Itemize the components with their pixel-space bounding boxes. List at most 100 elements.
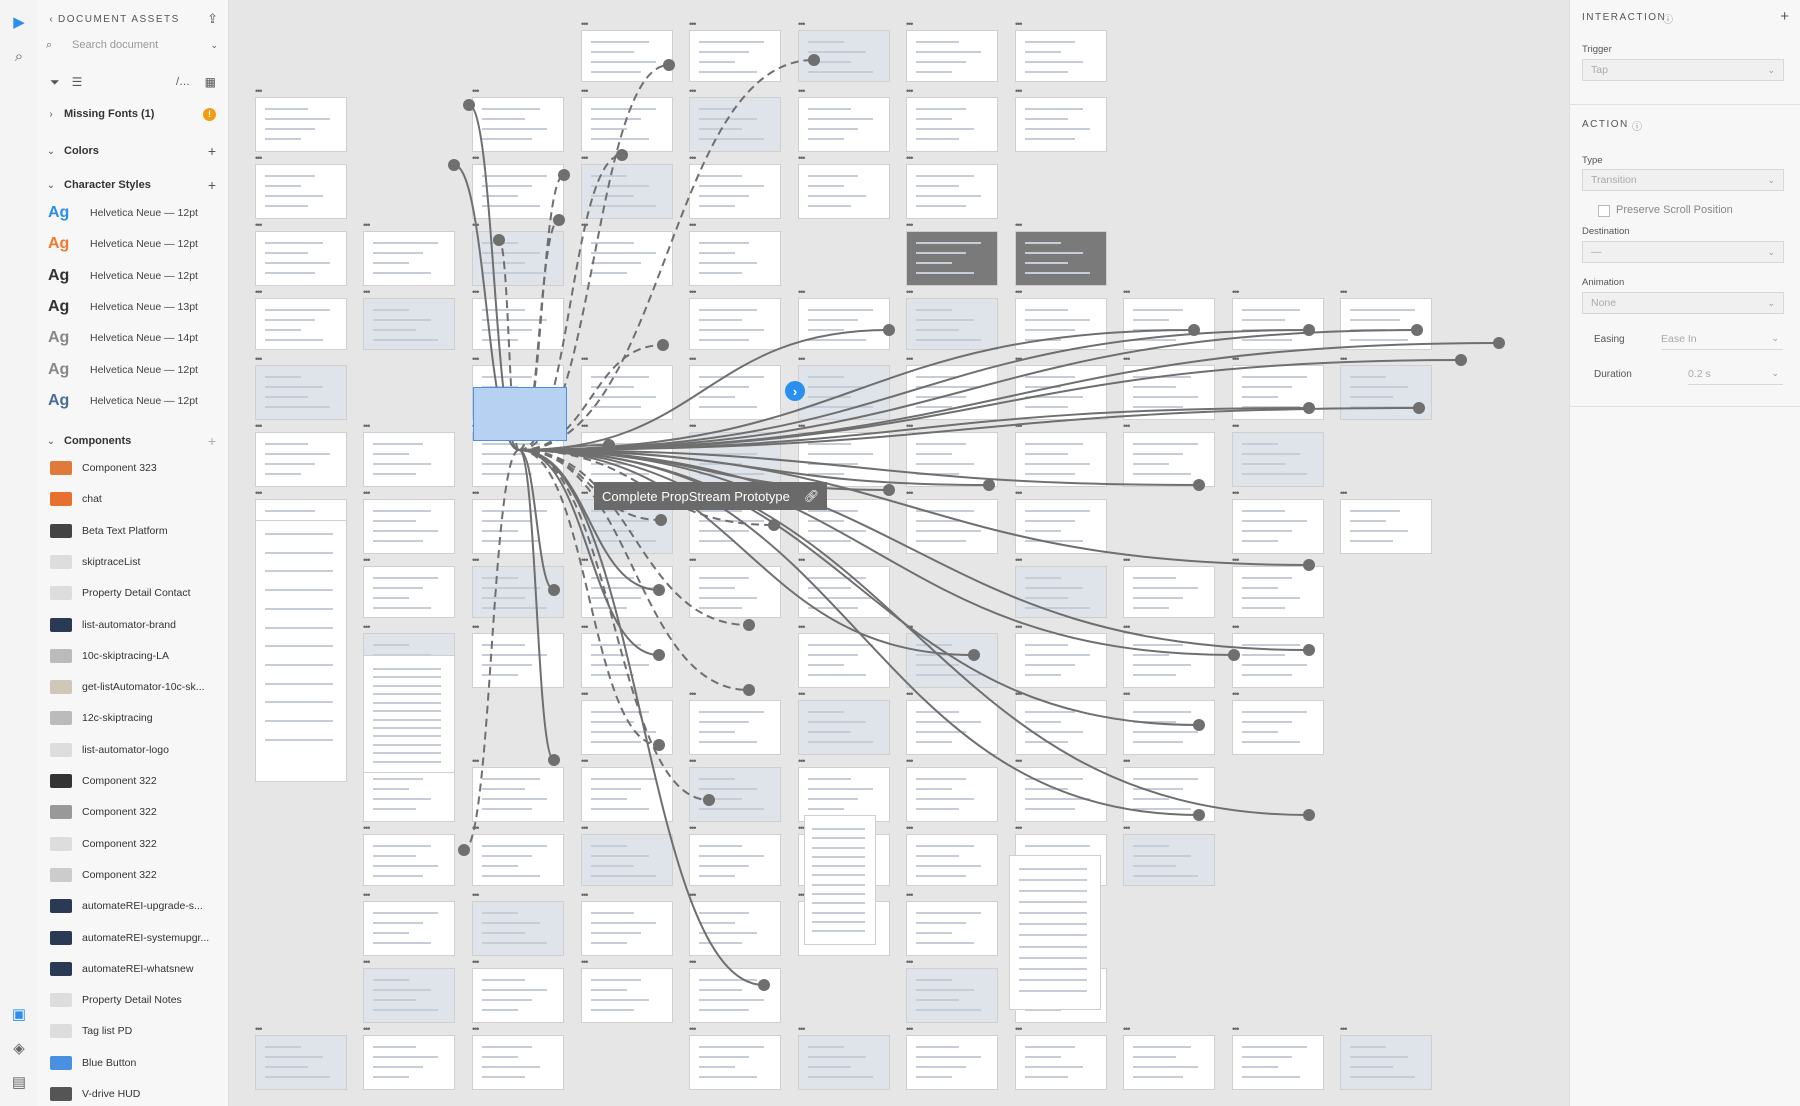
artboard-options-icon[interactable]: ••• [255, 86, 263, 96]
artboard-thumbnail[interactable] [255, 520, 347, 782]
artboard-options-icon[interactable]: ••• [689, 421, 697, 431]
component-item[interactable]: Component 322 [50, 799, 225, 825]
artboard-options-icon[interactable]: ••• [363, 957, 371, 967]
artboard-thumbnail[interactable] [1232, 298, 1324, 350]
artboard-options-icon[interactable]: ••• [798, 19, 806, 29]
artboard-thumbnail[interactable] [798, 164, 890, 219]
artboard-thumbnail[interactable] [1232, 432, 1324, 487]
link-icon[interactable]: 🔗︎ [803, 489, 820, 503]
chevron-right-icon[interactable]: › [49, 108, 53, 120]
artboard-thumbnail[interactable] [689, 164, 781, 219]
artboard-options-icon[interactable]: ••• [798, 153, 806, 163]
artboard-thumbnail[interactable] [581, 97, 673, 152]
artboard-thumbnail[interactable] [689, 700, 781, 755]
chevron-down-icon[interactable]: ⌄ [46, 145, 56, 157]
artboard-thumbnail[interactable] [1015, 97, 1107, 152]
preserve-scroll-checkbox[interactable] [1598, 205, 1610, 217]
artboard-thumbnail[interactable] [1123, 566, 1215, 618]
artboard-options-icon[interactable]: ••• [581, 86, 589, 96]
artboard-options-icon[interactable]: ••• [1340, 287, 1348, 297]
artboard-thumbnail[interactable] [581, 767, 673, 822]
artboard-thumbnail[interactable] [689, 1035, 781, 1090]
plugins-icon[interactable]: ▤ [11, 1074, 27, 1091]
wire-handle[interactable] [1493, 337, 1505, 349]
artboard-thumbnail[interactable] [255, 298, 347, 350]
artboard-options-icon[interactable]: ••• [1015, 555, 1023, 565]
artboard-options-icon[interactable]: ••• [363, 1024, 371, 1034]
artboard-options-icon[interactable]: ••• [906, 622, 914, 632]
artboard-options-icon[interactable]: ••• [689, 890, 697, 900]
artboard-thumbnail[interactable] [581, 432, 673, 487]
artboard-thumbnail[interactable] [689, 365, 781, 420]
artboard-options-icon[interactable]: ••• [906, 756, 914, 766]
animation-select[interactable]: None⌄ [1582, 292, 1784, 314]
artboard-options-icon[interactable]: ••• [255, 220, 263, 230]
artboard-thumbnail[interactable] [581, 968, 673, 1023]
artboard-options-icon[interactable]: ••• [581, 153, 589, 163]
artboard-thumbnail[interactable] [581, 633, 673, 688]
artboard-thumbnail[interactable] [472, 1035, 564, 1090]
artboard-thumbnail[interactable] [1123, 365, 1215, 420]
artboard-thumbnail[interactable] [906, 633, 998, 688]
artboard-thumbnail[interactable] [906, 365, 998, 420]
wire-handle[interactable] [657, 339, 669, 351]
artboard-thumbnail[interactable] [1015, 700, 1107, 755]
artboard-thumbnail[interactable] [581, 164, 673, 219]
layers-icon[interactable]: ◈ [13, 1040, 25, 1057]
wire-handle[interactable] [458, 844, 470, 856]
artboard-options-icon[interactable]: ••• [689, 756, 697, 766]
artboard-thumbnail[interactable] [1232, 1035, 1324, 1090]
artboard-options-icon[interactable]: ••• [798, 354, 806, 364]
artboard-thumbnail[interactable] [1015, 298, 1107, 350]
artboard-options-icon[interactable]: ••• [906, 689, 914, 699]
artboard-options-icon[interactable]: ••• [906, 220, 914, 230]
search-icon[interactable]: ⌕ [14, 47, 24, 65]
component-item[interactable]: automateREI-whatsnew [50, 956, 225, 982]
artboard-thumbnail[interactable] [798, 298, 890, 350]
artboard-options-icon[interactable]: ••• [906, 354, 914, 364]
artboard-thumbnail[interactable] [1015, 767, 1107, 822]
artboard-thumbnail[interactable] [798, 700, 890, 755]
artboard-options-icon[interactable]: ••• [1015, 19, 1023, 29]
artboard-options-icon[interactable]: ••• [255, 488, 263, 498]
artboard-thumbnail[interactable] [906, 700, 998, 755]
artboard-thumbnail[interactable] [255, 164, 347, 219]
selected-artboard[interactable] [473, 387, 567, 441]
artboard-options-icon[interactable]: ••• [255, 1024, 263, 1034]
artboard-thumbnail[interactable] [798, 30, 890, 82]
artboard-thumbnail[interactable] [906, 499, 998, 554]
artboard-thumbnail[interactable] [255, 231, 347, 286]
artboard-thumbnail[interactable] [1232, 633, 1324, 688]
artboard-options-icon[interactable]: ••• [1123, 689, 1131, 699]
artboard-options-icon[interactable]: ••• [1015, 488, 1023, 498]
back-chevron-icon[interactable]: ‹ [49, 13, 53, 25]
artboard-options-icon[interactable]: ••• [1340, 1024, 1348, 1034]
select-tool-icon[interactable]: ▶ [13, 14, 25, 31]
artboard-thumbnail[interactable] [1015, 633, 1107, 688]
artboard-options-icon[interactable]: ••• [363, 890, 371, 900]
artboard-thumbnail[interactable] [906, 1035, 998, 1090]
artboard-options-icon[interactable]: ••• [798, 890, 806, 900]
share-icon[interactable]: ⇪ [207, 11, 218, 26]
artboard-options-icon[interactable]: ••• [1123, 421, 1131, 431]
artboard-thumbnail[interactable] [581, 365, 673, 420]
artboard-thumbnail[interactable] [798, 1035, 890, 1090]
artboard-thumbnail[interactable] [472, 633, 564, 688]
artboard-options-icon[interactable]: ••• [1015, 622, 1023, 632]
artboard-thumbnail[interactable] [1123, 298, 1215, 350]
component-item[interactable]: Component 322 [50, 768, 225, 794]
artboard-options-icon[interactable]: ••• [1123, 622, 1131, 632]
artboard-thumbnail[interactable] [798, 432, 890, 487]
artboard-options-icon[interactable]: ••• [798, 1024, 806, 1034]
artboard-thumbnail[interactable] [906, 30, 998, 82]
chevron-down-icon[interactable]: ⌄ [46, 435, 56, 447]
artboard-options-icon[interactable]: ••• [472, 957, 480, 967]
artboard-thumbnail[interactable] [472, 566, 564, 618]
artboard-thumbnail[interactable] [1340, 298, 1432, 350]
artboard-thumbnail[interactable] [906, 901, 998, 956]
component-item[interactable]: get-listAutomator-10c-sk... [50, 674, 225, 700]
wire-handle[interactable] [743, 619, 755, 631]
artboard-thumbnail[interactable] [1015, 499, 1107, 554]
artboard-options-icon[interactable]: ••• [581, 957, 589, 967]
